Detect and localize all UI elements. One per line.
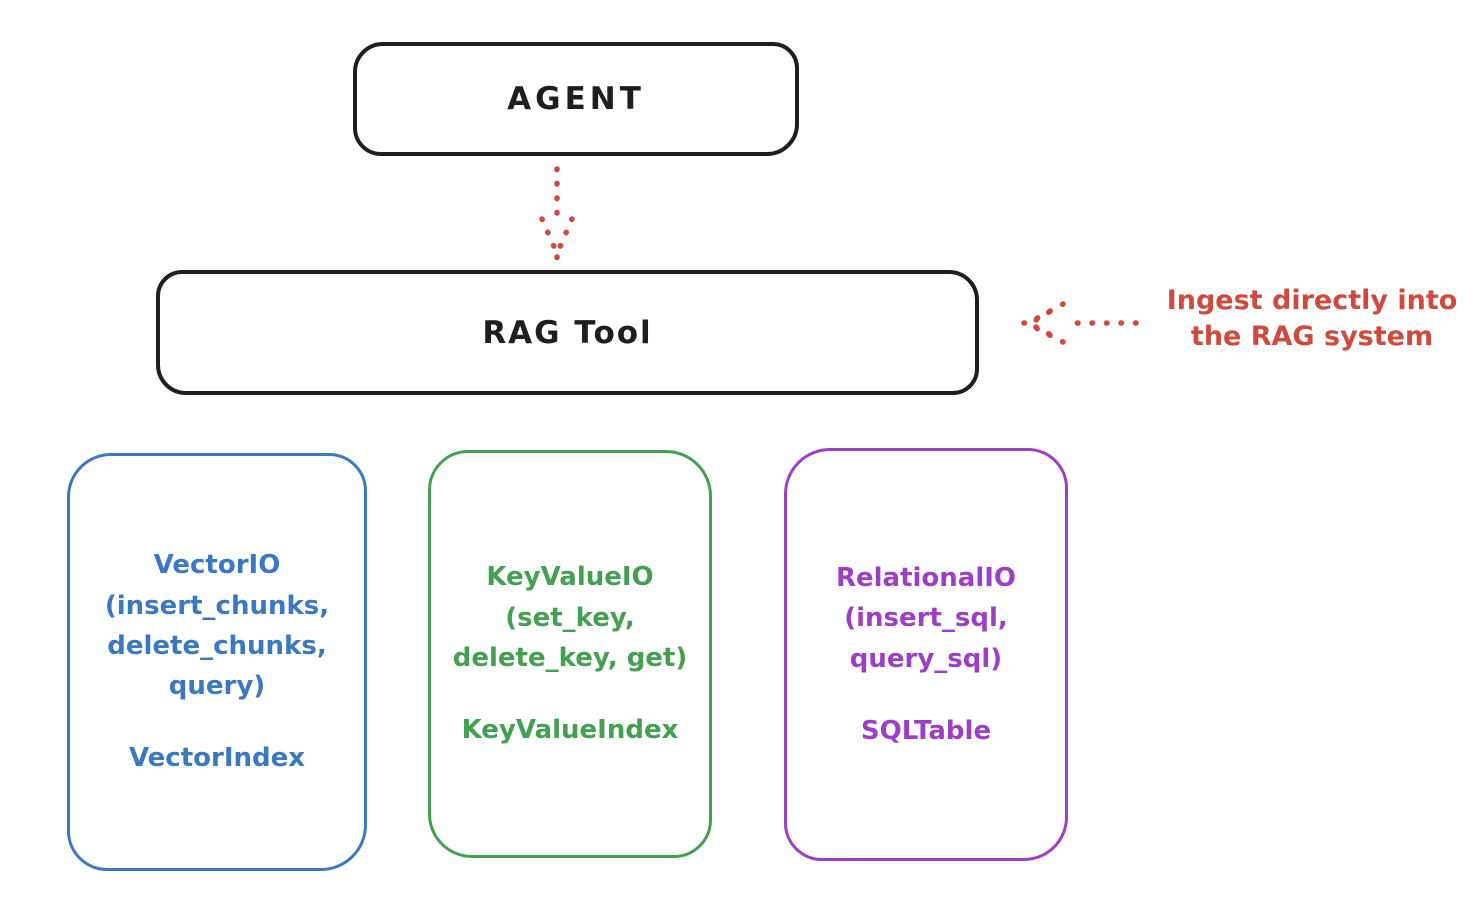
rag-tool-label: RAG Tool: [482, 314, 653, 351]
keyvalue-io-line: delete_key, get): [452, 643, 688, 673]
relational-io-methods: RelationalIO (insert_sql, query_sql): [836, 558, 1016, 679]
relational-io-line: (insert_sql,: [844, 603, 1008, 634]
keyvalue-io-methods: KeyValueIO (set_key, delete_key, get): [453, 557, 688, 678]
agent-node: AGENT: [353, 42, 799, 156]
vector-io-methods: VectorIO (insert_chunks, delete_chunks, …: [105, 545, 329, 706]
ingest-annotation: Ingest directly into the RAG system: [1138, 283, 1484, 356]
ingest-annotation-line2: the RAG system: [1190, 321, 1434, 353]
vector-io-node: VectorIO (insert_chunks, delete_chunks, …: [67, 453, 367, 871]
sql-table-label: SQLTable: [860, 715, 992, 746]
keyvalue-index-label: KeyValueIndex: [461, 715, 679, 746]
relational-io-line: query_sql): [849, 643, 1003, 674]
dotted-down-arrow-icon: [539, 166, 575, 261]
vector-io-line: VectorIO: [153, 550, 281, 581]
ingest-annotation-line1: Ingest directly into: [1166, 285, 1458, 316]
keyvalue-io-line: KeyValueIO: [486, 562, 654, 593]
vector-io-line: delete_chunks,: [107, 630, 327, 661]
agent-label: AGENT: [507, 81, 645, 117]
keyvalue-io-line: (set_key,: [505, 602, 635, 633]
keyvalue-io-node: KeyValueIO (set_key, delete_key, get) Ke…: [428, 450, 712, 858]
vector-io-line: query): [168, 671, 266, 702]
vector-index-label: VectorIndex: [128, 743, 306, 774]
dotted-left-arrow-icon: [1021, 301, 1139, 345]
relational-io-node: RelationalIO (insert_sql, query_sql) SQL…: [784, 448, 1068, 861]
rag-tool-node: RAG Tool: [156, 270, 979, 395]
relational-io-line: RelationalIO: [835, 562, 1017, 593]
vector-io-line: (insert_chunks,: [104, 590, 330, 621]
